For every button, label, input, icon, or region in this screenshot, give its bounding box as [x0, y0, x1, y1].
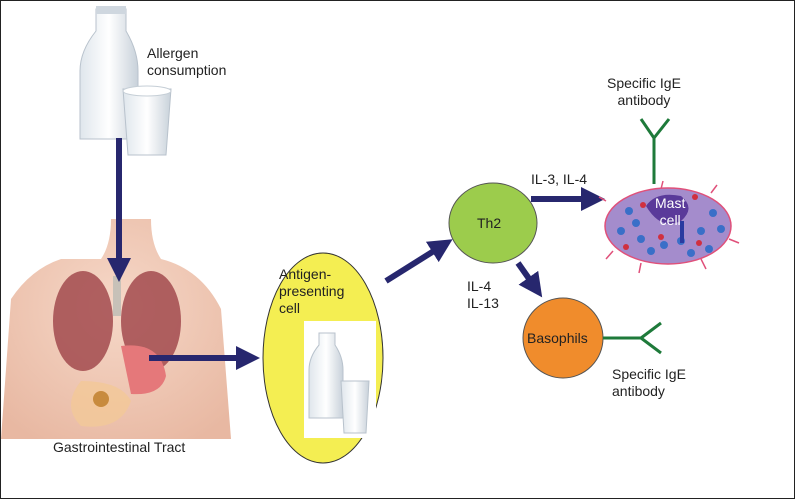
allergen-consumption-label: Allergen consumption	[147, 45, 227, 78]
arrow-th2-to-basophils	[515, 261, 543, 298]
th2-cell	[448, 182, 538, 264]
th2-label: Th2	[477, 215, 502, 231]
ige-antibody-bottom-label: Specific IgE antibody	[612, 366, 686, 399]
apc-label: Antigen- presenting cell	[279, 266, 345, 316]
mast-cell-label: Mast cell	[655, 195, 686, 228]
basophils-label: Basophils	[527, 330, 588, 346]
gi-tract-label: Gastrointestinal Tract	[53, 439, 186, 455]
basophil-ige-antibody	[603, 321, 662, 355]
mast-cell	[598, 180, 740, 274]
arrow-apc-to-th2	[384, 239, 453, 284]
il4-il13-label: IL-4 IL-13	[467, 278, 499, 311]
ige-antibody-top-label: Specific IgE antibody	[607, 75, 681, 108]
apc-milk-image	[308, 332, 370, 434]
torso-gi-tract-image	[1, 219, 231, 439]
il3-il4-label: IL-3, IL-4	[531, 171, 588, 187]
mast-cell-ige-antibody	[639, 118, 671, 184]
milk-bottle-and-glass-image	[79, 6, 172, 156]
